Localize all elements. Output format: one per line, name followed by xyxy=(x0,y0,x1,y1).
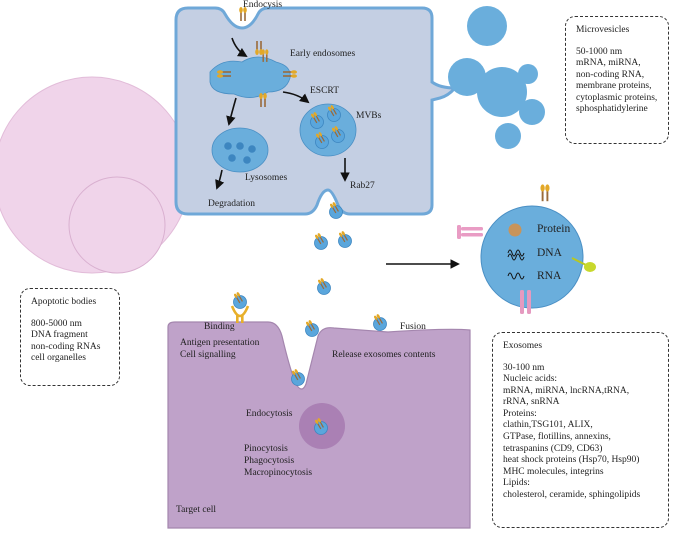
label-antigen-presentation: Antigen presentation xyxy=(180,338,260,348)
microvesicles-line: sphosphatidylerine xyxy=(576,104,648,115)
apoptotic-bodies-box: Apoptotic bodies 800-5000 nm DNA fragmen… xyxy=(20,288,120,386)
exosomes-line: rRNA, snRNA xyxy=(503,397,560,408)
exosomes-line: Proteins: xyxy=(503,408,537,419)
label-degradation: Degradation xyxy=(208,199,255,209)
microvesicles-box: Microvesicles 50-1000 nm mRNA, miRNA, no… xyxy=(565,16,669,144)
label-early-endosomes: Early endosomes xyxy=(290,49,356,59)
label-pinocytosis: Pinocytosis xyxy=(244,444,288,454)
mvb xyxy=(299,103,357,157)
label-fusion: Fusion xyxy=(400,322,426,332)
apoptotic-line: cell organelles xyxy=(31,353,86,364)
label-macropinocytosis: Macropinocytosis xyxy=(244,468,313,478)
label-dna: DNA xyxy=(537,247,562,259)
exosomes-line: clathin,TSG101, ALIX, xyxy=(503,420,593,431)
label-release: Release exosomes contents xyxy=(332,350,436,360)
exosomes-line: heat shock proteins (Hsp70, Hsp90) xyxy=(503,455,640,466)
endocytic-vesicle xyxy=(299,403,345,449)
apoptotic-line: non-coding RNAs xyxy=(31,341,101,352)
microvesicles-line: cytoplasmic proteins, xyxy=(576,92,658,103)
exosomes-line: tetraspanins (CD9, CD63) xyxy=(503,443,603,454)
lysosome xyxy=(211,127,269,173)
label-endocysis: Endocysis xyxy=(243,0,283,10)
label-rna: RNA xyxy=(537,270,562,282)
exosomes-line: cholesterol, ceramide, sphingolipids xyxy=(503,489,641,500)
apoptotic-line: DNA fragment xyxy=(31,330,88,341)
exosome-detail xyxy=(457,183,596,314)
free-exosomes xyxy=(305,231,351,337)
microvesicles-line: 50-1000 nm xyxy=(576,46,623,57)
exosomes-line: Lipids: xyxy=(503,478,530,489)
label-lysosomes: Lysosomes xyxy=(245,173,288,183)
label-escrt: ESCRT xyxy=(310,86,339,96)
microvesicles-line: non-coding RNA, xyxy=(576,69,645,80)
exosomes-box: Exosomes 30-100 nm Nucleic acids: mRNA, … xyxy=(492,332,669,528)
label-phagocytosis: Phagocytosis xyxy=(244,456,295,466)
microvesicles-title: Microvesicles xyxy=(576,25,630,35)
apoptotic-line: 800-5000 nm xyxy=(31,318,82,329)
label-mvbs: MVBs xyxy=(356,111,382,121)
exosomes-title: Exosomes xyxy=(503,341,543,351)
microvesicles xyxy=(448,6,545,149)
label-rab27: Rab27 xyxy=(350,181,375,191)
label-protein: Protein xyxy=(537,223,571,235)
exosomes-line: Nucleic acids: xyxy=(503,374,558,385)
label-cell-signalling: Cell signalling xyxy=(180,350,236,360)
exosomes-line: 30-100 nm xyxy=(503,362,545,373)
label-endocytosis: Endocytosis xyxy=(246,409,293,419)
binding-receptor xyxy=(230,292,250,323)
microvesicles-line: mRNA, miRNA, xyxy=(576,58,641,69)
label-binding: Binding xyxy=(204,322,235,332)
apoptotic-bodies xyxy=(0,76,191,274)
pathway-arrows xyxy=(215,37,350,190)
apoptotic-title: Apoptotic bodies xyxy=(31,297,97,307)
exosomes-line: mRNA, miRNA, lncRNA,tRNA, xyxy=(503,385,630,396)
exosomes-line: MHC molecules, integrins xyxy=(503,466,604,477)
exosomes-line: GTPase, flotillins, annexins, xyxy=(503,432,611,443)
label-target-cell: Target cell xyxy=(176,505,217,515)
microvesicles-line: membrane proteins, xyxy=(576,81,652,92)
early-endosome xyxy=(209,56,291,98)
